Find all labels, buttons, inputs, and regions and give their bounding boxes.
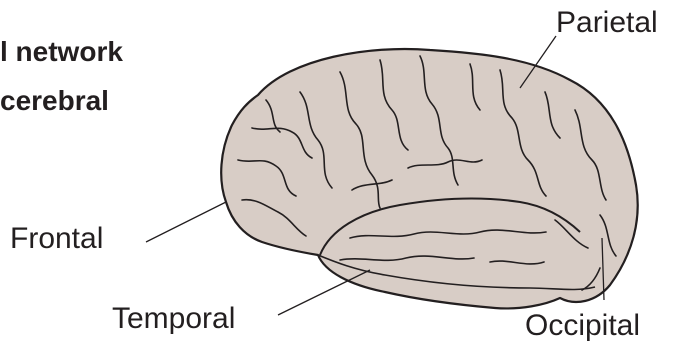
leader-line-temporal (278, 270, 370, 315)
label-occipital: Occipital (525, 309, 640, 343)
label-frontal: Frontal (10, 222, 103, 256)
leader-line-frontal (146, 202, 226, 242)
label-temporal: Temporal (112, 302, 235, 336)
label-parietal: Parietal (556, 6, 658, 40)
